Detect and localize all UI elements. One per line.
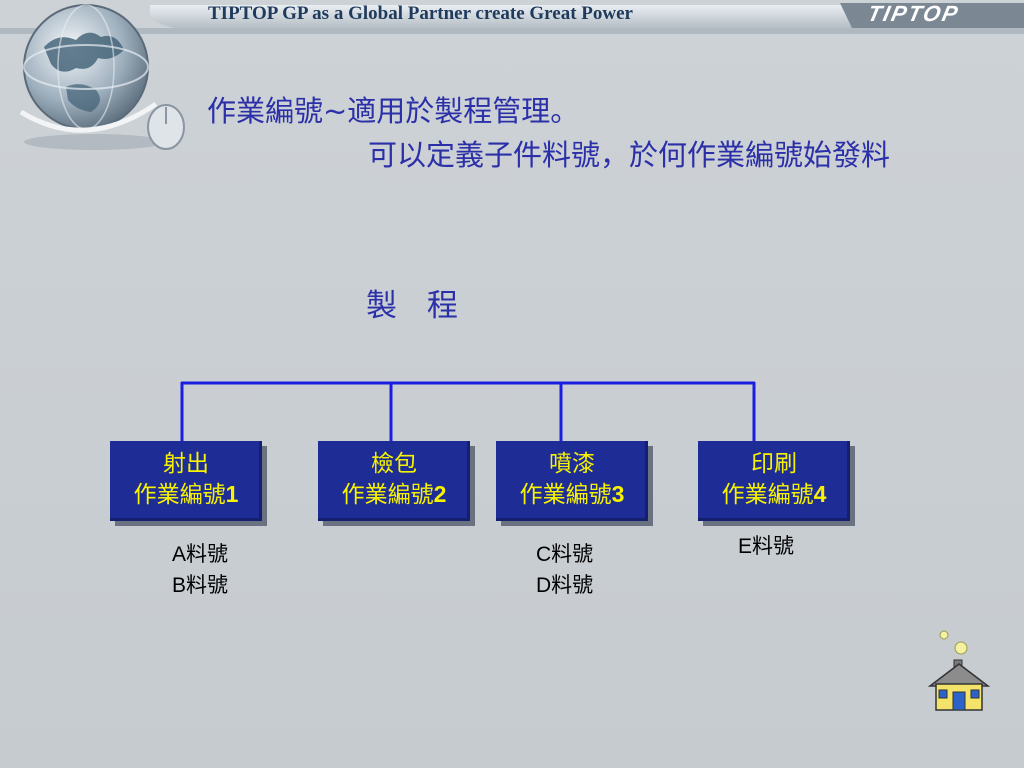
header-title: TIPTOP GP as a Global Partner create Gre…: [208, 3, 633, 24]
header-band: [0, 3, 1024, 34]
part-item: E料號: [738, 534, 795, 558]
part-list-op3: C料號 D料號: [536, 539, 593, 601]
operation-box-3: 噴漆 作業編號3: [496, 441, 648, 521]
operation-box-2: 檢包 作業編號2: [318, 441, 470, 521]
process-heading: 製 程: [366, 288, 468, 324]
home-icon[interactable]: [926, 628, 992, 712]
slide-title-line-1: 作業編號~適用於製程管理。: [207, 94, 580, 128]
part-list-op4: E料號: [738, 531, 794, 562]
operation-code: 作業編號3: [519, 481, 625, 508]
part-item: C料號: [536, 542, 594, 566]
part-list-op1: A料號 B料號: [172, 539, 228, 601]
operation-name: 印刷: [751, 451, 797, 477]
operation-name: 噴漆: [549, 451, 595, 477]
operation-name: 射出: [163, 451, 209, 477]
operation-code: 作業編號1: [133, 481, 239, 508]
part-item: A料號: [172, 542, 229, 566]
operation-code: 作業編號4: [721, 481, 827, 508]
operation-box-1: 射出 作業編號1: [110, 441, 262, 521]
part-item: B料號: [172, 573, 229, 597]
operation-box-4: 印刷 作業編號4: [698, 441, 850, 521]
globe-logo-icon: [19, 4, 185, 150]
operation-code: 作業編號2: [341, 481, 447, 508]
part-item: D料號: [536, 573, 594, 597]
slide-title-line-2: 可以定義子件料號，於何作業編號始發料: [368, 138, 891, 172]
operation-name: 檢包: [371, 451, 417, 477]
